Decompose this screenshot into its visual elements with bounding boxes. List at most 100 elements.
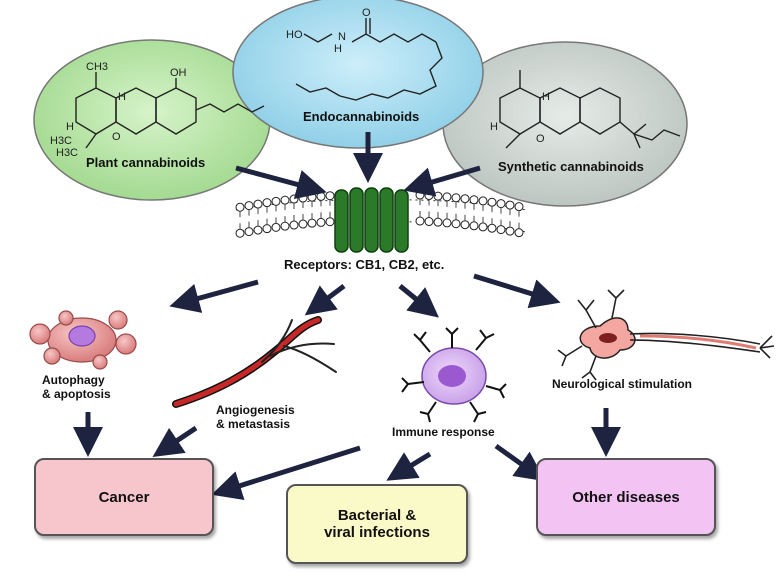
angiogenesis-vessel-illustration: [172, 316, 337, 408]
phospholipid-head: [262, 224, 272, 234]
phospholipid-head: [460, 194, 470, 204]
phospholipid-head: [433, 191, 443, 201]
phospholipid-head: [271, 196, 281, 206]
synthetic-cannabinoids-label: Synthetic cannabinoids: [498, 159, 644, 174]
infections-label-line1: Bacterial &: [337, 507, 417, 524]
autophagy-cell-illustration: [29, 310, 137, 370]
endocannabinoids-oval: [232, 0, 484, 149]
phospholipid-head: [325, 191, 335, 201]
phospholipid-head: [244, 201, 254, 211]
arrow-synthetic-to-receptor: [403, 165, 481, 197]
endo-n-label: N: [338, 31, 346, 43]
immune-cell-illustration: [401, 327, 507, 423]
phospholipid-head: [235, 228, 245, 238]
autophagy-label-line1: Autophagy: [42, 373, 105, 387]
endocannabinoids-label: Endocannabinoids: [303, 109, 420, 124]
plant-h-top-label: H: [118, 91, 126, 103]
phospholipid-head: [280, 195, 290, 205]
phospholipid-head: [478, 196, 488, 206]
cancer-label: Cancer: [98, 488, 150, 506]
phospholipid-head: [415, 190, 425, 200]
angiogenesis-label-line1: Angiogenesis: [216, 403, 295, 417]
phospholipid-head: [451, 193, 461, 203]
phospholipid-head: [244, 227, 254, 237]
plant-h3c-a-label: H3C: [50, 135, 72, 147]
phospholipid-head: [289, 220, 299, 230]
phospholipid-head: [289, 194, 299, 204]
phospholipid-head: [451, 219, 461, 229]
phospholipid-head: [415, 216, 425, 226]
other-diseases-label: Other diseases: [572, 488, 680, 506]
phospholipid-head: [487, 197, 497, 207]
phospholipid-head: [325, 217, 335, 227]
phospholipid-head: [514, 202, 524, 212]
infections-box: Bacterial & viral infections: [286, 484, 468, 564]
phospholipid-head: [505, 200, 515, 210]
phospholipid-head: [298, 219, 308, 229]
plant-h-left-label: H: [66, 121, 74, 133]
phospholipid-head: [469, 221, 479, 231]
angiogenesis-label-line2: & metastasis: [216, 416, 291, 431]
angiogenesis-label: Angiogenesis & metastasis: [216, 403, 295, 432]
plant-o-label: O: [112, 131, 121, 143]
phospholipid-head: [460, 220, 470, 230]
phospholipid-head: [280, 221, 290, 231]
arrow-immune-to-other: [494, 443, 546, 482]
arrow-receptor-to-autophagy: [169, 279, 259, 313]
neuron-illustration: [557, 289, 775, 381]
immune-response-label: Immune response: [392, 425, 495, 439]
phospholipid-head: [478, 222, 488, 232]
plant-molecule-structure: [75, 72, 265, 149]
neurological-stimulation-label: Neurological stimulation: [552, 377, 693, 391]
plant-oh-label: OH: [170, 67, 187, 79]
phospholipid-head: [469, 195, 479, 205]
phospholipid-head: [424, 191, 434, 201]
cancer-box: Cancer: [34, 458, 214, 536]
phospholipid-head: [433, 217, 443, 227]
phospholipid-head: [262, 198, 272, 208]
phospholipid-head: [253, 225, 263, 235]
endo-ho-label: HO: [286, 29, 303, 41]
synth-o-label: O: [536, 133, 545, 145]
arrow-receptor-to-neuro: [473, 273, 561, 309]
endo-molecule-structure: [295, 18, 443, 101]
phospholipid-head: [235, 202, 245, 212]
source-arrows: [73, 132, 621, 501]
other-diseases-box: Other diseases: [536, 458, 716, 536]
receptor-label: Receptors: CB1, CB2, etc.: [284, 257, 445, 272]
cell-membrane: [235, 190, 527, 238]
arrow-plant-to-receptor: [235, 165, 327, 200]
phospholipid-head: [514, 228, 524, 238]
endo-o-label: O: [362, 7, 371, 19]
autophagy-label-line2: & apoptosis: [42, 386, 111, 401]
synth-h-top-label: H: [542, 91, 550, 103]
arrow-angiogenesis-to-cancer: [152, 425, 198, 457]
phospholipid-head: [316, 217, 326, 227]
infections-label-line2: viral infections: [324, 524, 430, 541]
phospholipid-head: [307, 218, 317, 228]
plant-h3c-b-label: H3C: [56, 147, 78, 159]
phospholipid-head: [424, 217, 434, 227]
phospholipid-head: [307, 192, 317, 202]
phospholipid-head: [271, 222, 281, 232]
phospholipid-head: [496, 225, 506, 235]
arrow-receptor-to-immune: [398, 284, 439, 318]
phospholipid-head: [496, 199, 506, 209]
phospholipid-head: [442, 218, 452, 228]
autophagy-label: Autophagy & apoptosis: [42, 373, 111, 402]
phospholipid-head: [253, 199, 263, 209]
endo-h-label: H: [334, 43, 342, 55]
synthetic-molecule-structure: [499, 70, 681, 149]
phospholipid-head: [316, 191, 326, 201]
phospholipid-head: [505, 226, 515, 236]
receptor-helices: [334, 187, 409, 253]
plant-cannabinoids-label: Plant cannabinoids: [86, 155, 206, 170]
phospholipid-head: [298, 193, 308, 203]
arrow-immune-to-infections: [386, 451, 432, 481]
synth-h-left-label: H: [490, 121, 498, 133]
phospholipid-head: [442, 192, 452, 202]
arrow-immune-to-cancer: [211, 445, 361, 501]
plant-ch3-label: CH3: [86, 61, 108, 73]
